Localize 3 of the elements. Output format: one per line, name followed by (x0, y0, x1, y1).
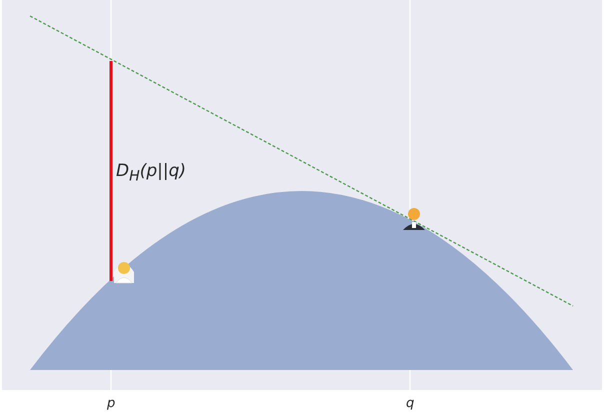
tick-label: q (406, 397, 414, 410)
formula-label: D$_{H}$(p||q) (116, 163, 186, 184)
tick-label: p (107, 397, 116, 410)
